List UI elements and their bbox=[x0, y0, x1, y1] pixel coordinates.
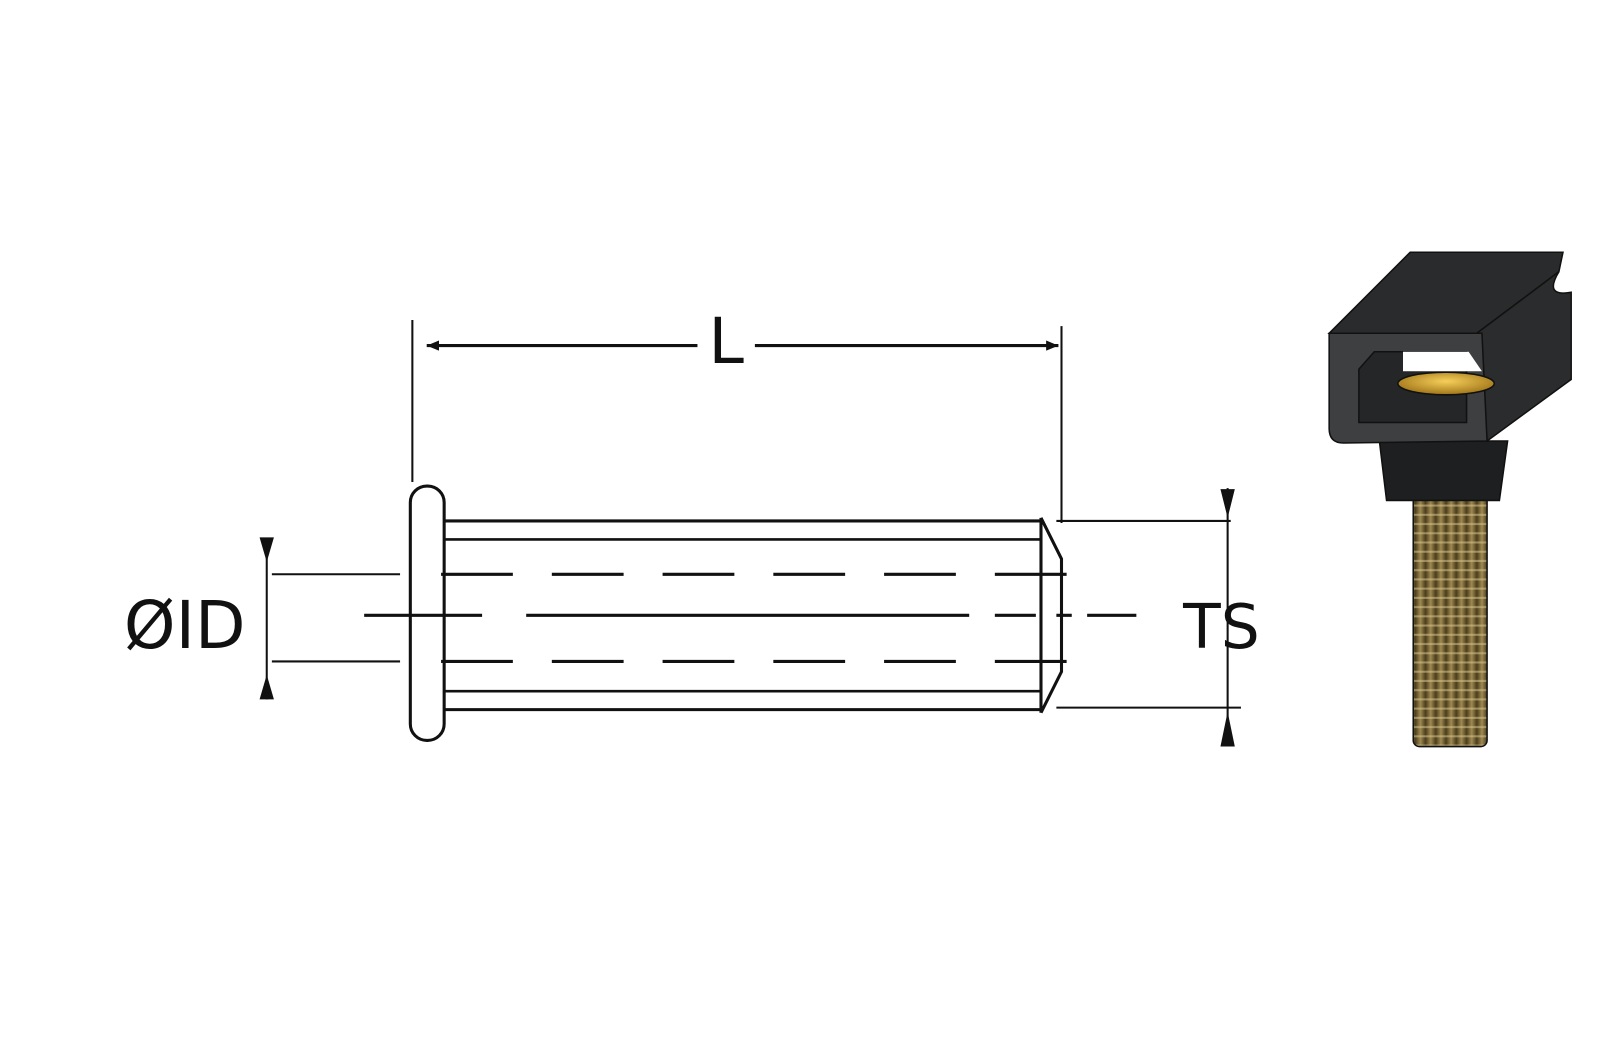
head-window-opening bbox=[1402, 351, 1482, 372]
threaded-stud bbox=[1412, 491, 1488, 748]
washer bbox=[1397, 371, 1496, 396]
product-photo bbox=[1327, 251, 1572, 748]
ts-arrow-bottom bbox=[1220, 711, 1235, 747]
thread-size-label: TS bbox=[1182, 591, 1260, 663]
inner-diameter-label: ØID bbox=[124, 588, 246, 664]
length-label: L bbox=[708, 304, 744, 378]
pin-flange bbox=[408, 484, 446, 742]
head-side bbox=[1476, 271, 1572, 443]
id-arrow-top bbox=[259, 537, 274, 562]
tapered-collar bbox=[1378, 440, 1509, 502]
ts-arrow-top bbox=[1220, 489, 1235, 518]
id-arrow-bottom bbox=[259, 674, 274, 700]
side-view-drawing bbox=[259, 319, 1241, 747]
